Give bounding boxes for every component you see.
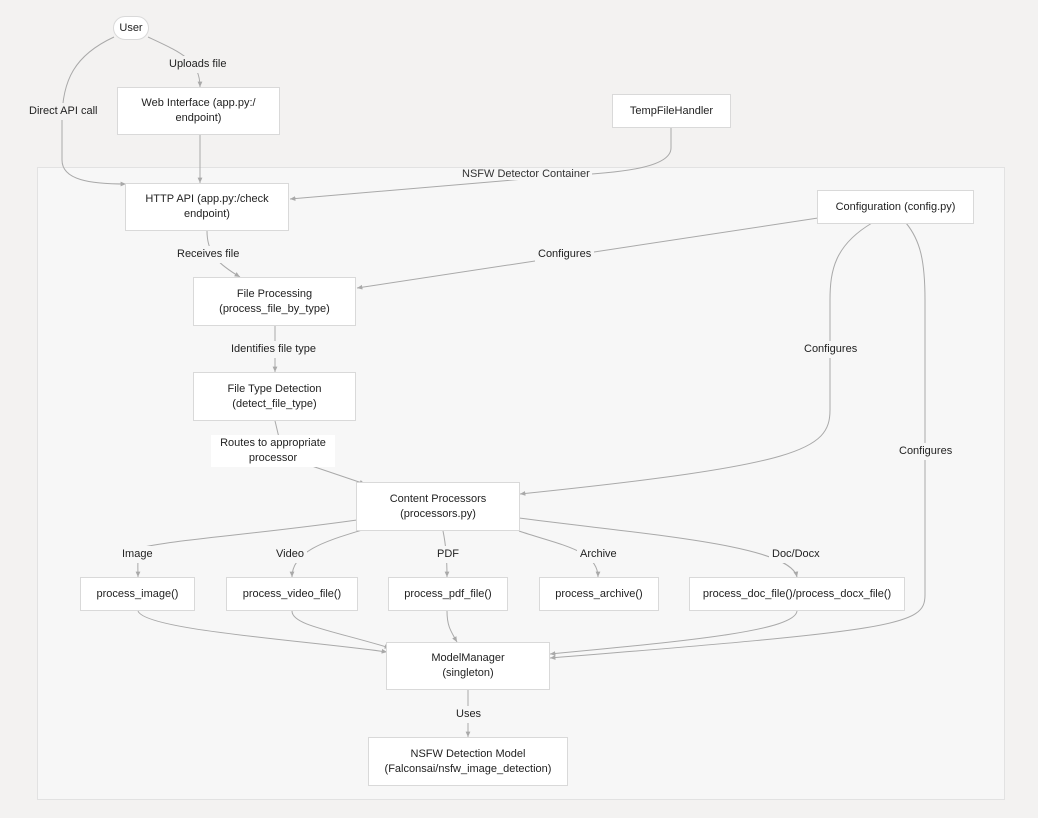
- process-image-node[interactable]: process_image(): [80, 577, 195, 611]
- label-receives-file: Receives file: [174, 246, 243, 263]
- content-processors-node[interactable]: Content Processors (processors.py): [356, 482, 520, 531]
- web-interface-node[interactable]: Web Interface (app.py:/ endpoint): [117, 87, 280, 135]
- edge-pdf-model: [446, 610, 458, 643]
- label-configures-1: Configures: [535, 246, 595, 263]
- label-doc-docx: Doc/Docx: [769, 546, 823, 563]
- edge-config-content-processors: [519, 222, 873, 496]
- label-routes-to-processor: Routes to appropriate processor: [211, 435, 335, 467]
- label-direct-api-call: Direct API call: [26, 103, 101, 120]
- edge-video-model: [291, 610, 391, 649]
- configuration-node[interactable]: Configuration (config.py): [817, 190, 974, 224]
- edge-cp-doc: [518, 517, 799, 578]
- file-processing-node[interactable]: File Processing (process_file_by_type): [193, 277, 356, 326]
- edge-temp-http-api: [289, 128, 672, 201]
- nsfw-detector-container: [37, 167, 1005, 800]
- label-video: Video: [273, 546, 307, 563]
- label-identifies-file-type: Identifies file type: [228, 341, 319, 358]
- model-manager-node[interactable]: ModelManager (singleton): [386, 642, 550, 690]
- container-title: NSFW Detector Container: [460, 168, 592, 180]
- edge-image-model: [137, 610, 388, 654]
- edge-cp-archive: [518, 530, 601, 578]
- edge-cp-video: [289, 529, 363, 578]
- label-image: Image: [119, 546, 156, 563]
- label-uploads-file: Uploads file: [166, 56, 230, 73]
- process-pdf-node[interactable]: process_pdf_file(): [388, 577, 508, 611]
- process-video-node[interactable]: process_video_file(): [226, 577, 358, 611]
- http-api-node[interactable]: HTTP API (app.py:/check endpoint): [125, 183, 289, 231]
- label-archive: Archive: [577, 546, 620, 563]
- file-type-detection-node[interactable]: File Type Detection (detect_file_type): [193, 372, 356, 421]
- process-doc-node[interactable]: process_doc_file()/process_docx_file(): [689, 577, 905, 611]
- edge-doc-model: [549, 610, 798, 656]
- edge-config-model-manager: [549, 222, 926, 660]
- label-configures-2: Configures: [801, 341, 861, 358]
- temp-file-handler-node[interactable]: TempFileHandler: [612, 94, 731, 128]
- label-configures-3: Configures: [896, 443, 956, 460]
- user-node[interactable]: User: [113, 16, 149, 40]
- edge-cp-image: [135, 519, 358, 578]
- nsfw-model-node[interactable]: NSFW Detection Model (Falconsai/nsfw_ima…: [368, 737, 568, 786]
- edge-user-http-api: [61, 36, 127, 187]
- label-pdf: PDF: [434, 546, 462, 563]
- process-archive-node[interactable]: process_archive(): [539, 577, 659, 611]
- label-uses: Uses: [453, 706, 485, 723]
